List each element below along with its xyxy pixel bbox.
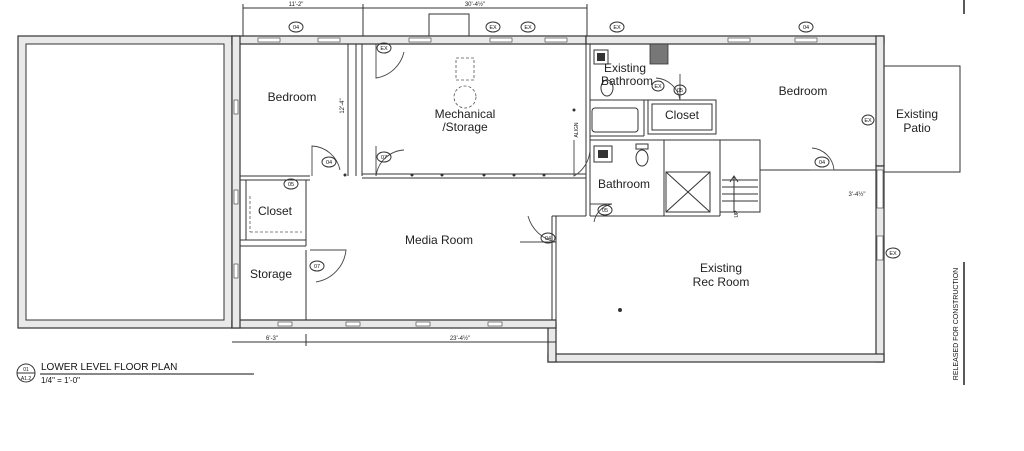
tag-ex-top-1: EX [489,25,497,31]
side-note: RELEASED FOR CONSTRUCTION [953,262,965,385]
dimension-bottom-middle: 23'-4½" [450,335,470,342]
tag-04-top-right: 04 [803,25,809,31]
room-label-rec-room-1: Existing [700,261,742,275]
patio [883,65,961,173]
fixtures [343,49,649,312]
tag-05-closet: 05 [677,88,683,94]
exterior-walls [231,35,885,363]
tag-ex-bedroom: EX [864,118,872,124]
dimension-top-middle: 30'-4½" [465,1,485,8]
released-for-construction: RELEASED FOR CONSTRUCTION [953,268,960,380]
room-label-bathroom: Bathroom [598,177,650,191]
room-label-storage: Storage [250,267,292,281]
room-label-storage-mech: /Storage [442,120,488,134]
tag-04-rec-room: 04 [545,236,551,242]
tag-ex-bathroom: EX [654,84,662,90]
fireplace-bump [428,13,470,37]
room-label-closet-left: Closet [258,204,293,218]
detail-number: 01 [23,367,29,373]
dimension-top-left: 11'-2" [289,2,304,8]
sheet-number: A1.2 [21,376,32,382]
room-label-existing-bathroom-1: Existing [604,61,646,75]
tag-ex-mechanical: EX [380,46,388,52]
tag-04-top: 04 [293,25,299,31]
note-align: ALIGN [574,122,580,137]
plan-scale: 1/4" = 1'-0" [41,376,80,385]
tag-ex-top-3: EX [613,25,621,31]
room-label-media-room: Media Room [405,233,473,247]
tag-05-closet-left: 05 [288,182,294,188]
room-label-mechanical: Mechanical [435,107,496,121]
tag-07-storage: 07 [314,264,320,270]
room-label-patio-1: Existing [896,107,938,121]
tag-ex-top-2: EX [524,25,532,31]
note-up: UP [734,210,740,218]
tag-ex-right: EX [889,251,897,257]
room-label-bedroom-left: Bedroom [268,90,317,104]
plan-title: LOWER LEVEL FLOOR PLAN [41,362,177,373]
interior-walls [240,44,876,354]
room-labels: Bedroom Mechanical /Storage Existing Bat… [250,61,938,289]
tag-05-bathroom: 05 [602,208,608,214]
room-label-bedroom-right: Bedroom [779,84,828,98]
dimension-right-small: 3'-4½" [849,191,866,198]
dimension-bottom-left: 6'-3" [266,336,278,342]
room-label-closet-right: Closet [665,108,700,122]
other-dimensions: 6'-3" 23'-4½" 12'-4" 3'-4½" ALIGN UP [232,98,865,346]
tag-04-bedroom-right: 04 [819,160,825,166]
room-label-rec-room-2: Rec Room [693,275,750,289]
doors [310,44,835,283]
left-block [17,35,233,329]
top-dimensions: 11'-2" 30'-4½" [242,0,965,38]
tag-04-bedroom-left: 04 [326,160,332,166]
title-block: 01 A1.2 LOWER LEVEL FLOOR PLAN 1/4" = 1'… [16,362,254,385]
tags: 04 EX EX EX 04 EX EX 05 EX EX 04 07 05 0… [283,21,901,272]
tag-07-mechanical: 07 [381,155,387,161]
room-label-existing-bathroom-2: Bathroom [601,74,653,88]
room-label-patio-2: Patio [903,121,931,135]
dimension-left-vertical: 12'-4" [340,98,346,113]
